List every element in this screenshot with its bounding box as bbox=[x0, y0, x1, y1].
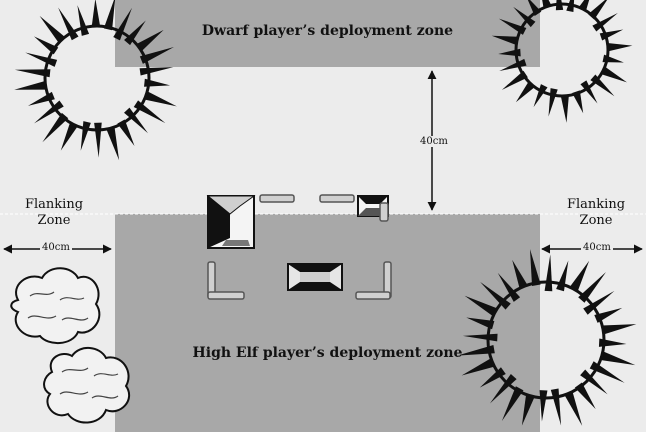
hill-spike bbox=[578, 272, 607, 303]
wall-segment bbox=[319, 194, 355, 203]
hill-spike bbox=[572, 90, 584, 114]
right-flank-measurement: 40cm bbox=[581, 242, 613, 253]
hill-spike bbox=[499, 58, 527, 72]
hill-outline bbox=[486, 280, 606, 400]
hill-spike bbox=[563, 390, 583, 426]
hill-spike bbox=[521, 393, 535, 426]
hill-spike bbox=[457, 345, 495, 356]
hill-spike bbox=[598, 338, 627, 347]
hill-spike bbox=[512, 259, 529, 290]
hill-spike bbox=[501, 386, 524, 421]
hill-spike bbox=[144, 78, 171, 87]
hill-spike bbox=[139, 67, 174, 76]
hill-spike bbox=[14, 80, 47, 90]
hill-spike bbox=[117, 119, 135, 146]
hill-spike bbox=[497, 272, 521, 302]
hill-spike bbox=[539, 390, 548, 422]
hill-spike bbox=[144, 91, 177, 107]
hill-bottom-right bbox=[457, 249, 637, 426]
wall-segment bbox=[259, 194, 295, 203]
hill-spike bbox=[462, 333, 498, 342]
hill-spike bbox=[580, 369, 608, 395]
hill-spike bbox=[91, 0, 101, 28]
wall-segment bbox=[379, 202, 389, 222]
hill-spike bbox=[461, 358, 495, 376]
hill-spike bbox=[548, 88, 558, 117]
hill-spike bbox=[529, 249, 541, 286]
hill-spike bbox=[136, 29, 164, 52]
wall-segment bbox=[207, 291, 245, 300]
hill-spike bbox=[14, 69, 51, 78]
flanking-zone-left-label: Flanking Zone bbox=[14, 197, 94, 229]
hill-spike bbox=[580, 80, 598, 104]
hill-spike bbox=[491, 35, 518, 46]
hill-spike bbox=[113, 7, 133, 41]
hill-outline bbox=[43, 24, 151, 132]
hill-spike bbox=[103, 0, 116, 31]
zone-word: Zone bbox=[37, 213, 71, 228]
hill-spike bbox=[601, 324, 637, 335]
hill-spike bbox=[501, 70, 528, 90]
walls bbox=[207, 194, 392, 300]
hill-spike bbox=[607, 42, 633, 52]
hill-spike bbox=[513, 6, 536, 28]
hill-spike bbox=[592, 12, 618, 32]
hill-spike bbox=[25, 52, 58, 67]
hill-spike bbox=[60, 121, 79, 151]
high-elf-zone-label: High Elf player’s deployment zone bbox=[192, 345, 463, 361]
wood-lower bbox=[43, 347, 131, 424]
hill-spike bbox=[77, 5, 90, 36]
high-elf-deployment-zone bbox=[115, 214, 540, 432]
hill-top-left bbox=[14, 0, 177, 161]
dwarf-zone-label: Dwarf player’s deployment zone bbox=[201, 23, 454, 39]
hill-spike bbox=[574, 382, 596, 410]
flanking-word: Flanking bbox=[566, 197, 626, 212]
hill-spike bbox=[544, 254, 553, 292]
hill-spike bbox=[515, 81, 536, 103]
hill-spike bbox=[80, 121, 91, 151]
hill-spike bbox=[34, 100, 64, 124]
dwarf-deployment-zone bbox=[115, 0, 540, 67]
flanking-word: Flanking bbox=[24, 197, 84, 212]
hill-spike bbox=[588, 0, 608, 20]
hill-spike bbox=[139, 46, 174, 64]
building-center bbox=[287, 263, 343, 291]
hill-spike bbox=[583, 290, 615, 315]
flanking-zone-right-label: Flanking Zone bbox=[556, 197, 636, 229]
hill-spike bbox=[94, 122, 102, 158]
hill-spike bbox=[489, 374, 517, 404]
zone-word: Zone bbox=[579, 213, 613, 228]
building-tower bbox=[206, 195, 256, 249]
hill-spike bbox=[550, 388, 562, 426]
hill-spike bbox=[590, 74, 615, 97]
hill-spike bbox=[560, 94, 569, 123]
hill-spike bbox=[39, 15, 66, 44]
wall-segment bbox=[355, 291, 391, 300]
wood-upper bbox=[10, 267, 101, 344]
hill-top-right bbox=[491, 0, 633, 123]
hill-spike bbox=[569, 260, 590, 292]
hill-spike bbox=[533, 84, 548, 108]
left-flank-measurement: 40cm bbox=[40, 242, 72, 253]
hill-outline bbox=[514, 2, 610, 98]
hill-spike bbox=[124, 107, 148, 134]
hill-spike bbox=[464, 295, 498, 317]
hill-spike bbox=[600, 351, 636, 366]
hill-spike bbox=[601, 66, 627, 83]
hill-spike bbox=[466, 317, 495, 330]
vertical-measurement: 40cm bbox=[418, 136, 450, 147]
hill-spike bbox=[106, 126, 120, 161]
hill-spike bbox=[42, 112, 69, 143]
